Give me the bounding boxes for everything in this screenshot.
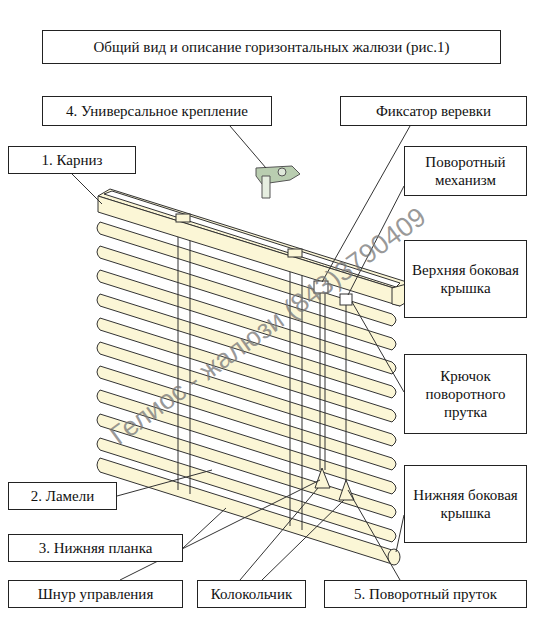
leader-line xyxy=(352,302,404,392)
control-cord xyxy=(325,292,326,470)
ladder-string xyxy=(290,246,291,526)
callout-box: Шнур управления xyxy=(8,580,183,608)
callout-text: Верхняя боковая крышка xyxy=(409,261,522,297)
callout-text: 2. Ламели xyxy=(31,487,95,505)
callout-text: 3. Нижняя планка xyxy=(39,539,153,557)
leader-line xyxy=(117,470,212,496)
callout-text: 4. Универсальное крепление xyxy=(66,102,248,120)
tassel xyxy=(315,468,330,488)
callout-box: 3. Нижняя планка xyxy=(8,534,183,562)
callout-texts: 3. Нижняя планка xyxy=(39,539,153,557)
control-cord xyxy=(320,292,321,470)
callout-texts: Нижняя боковая крышка xyxy=(409,486,522,522)
ladder-string xyxy=(178,210,179,490)
callout-box: Нижняя боковая крышка xyxy=(404,465,527,543)
diagram-title: Общий вид и описание горизонтальных жалю… xyxy=(42,30,501,64)
callout-text: 1. Карниз xyxy=(42,151,103,169)
callout-texts: Верхняя боковая крышка xyxy=(409,261,522,297)
callout-texts: 1. Карниз xyxy=(42,151,103,169)
leader-line xyxy=(240,488,318,580)
callout-box: 1. Карниз xyxy=(8,146,136,174)
slat xyxy=(97,438,396,542)
wand-hook xyxy=(340,294,352,305)
mount-screw xyxy=(278,168,286,176)
leader-line xyxy=(262,500,344,580)
leader-line xyxy=(183,508,226,548)
callout-texts: Колокольчик xyxy=(211,585,292,603)
universal-mount xyxy=(256,166,300,198)
callout-text: Колокольчик xyxy=(211,585,292,603)
headrail-clip xyxy=(176,214,190,222)
callout-texts: Крючок поворотного прутка xyxy=(409,367,522,421)
leader-line xyxy=(120,480,320,580)
leader-line xyxy=(72,174,102,204)
callout-texts: 5. Поворотный пруток xyxy=(354,585,497,603)
callout-texts: Поворотный механизм xyxy=(409,153,522,189)
callout-box: 4. Универсальное крепление xyxy=(42,96,272,126)
callout-box: Фиксатор веревки xyxy=(340,96,527,126)
callout-box: 5. Поворотный пруток xyxy=(324,580,527,608)
callout-box: Поворотный механизм xyxy=(404,146,527,196)
tilt-wand xyxy=(346,304,347,482)
leader-line xyxy=(230,126,266,168)
callout-box: Крючок поворотного прутка xyxy=(404,354,527,434)
mount-plate xyxy=(262,176,270,198)
headrail-clip xyxy=(288,249,302,257)
callout-box: Верхняя боковая крышка xyxy=(404,240,527,318)
callout-box: 2. Ламели xyxy=(8,482,117,510)
callout-text: Поворотный механизм xyxy=(409,153,522,189)
callout-texts: 4. Универсальное крепление xyxy=(66,102,248,120)
leader-line xyxy=(348,490,400,580)
callout-texts: Шнур управления xyxy=(38,585,154,603)
callout-text: Крючок поворотного прутка xyxy=(409,367,522,421)
callout-box: Колокольчик xyxy=(197,580,306,608)
callout-texts: Фиксатор веревки xyxy=(376,102,491,120)
leader-line xyxy=(396,515,404,552)
callout-text: Нижняя боковая крышка xyxy=(409,486,522,522)
callout-text: 5. Поворотный пруток xyxy=(354,585,497,603)
callout-text: Шнур управления xyxy=(38,585,154,603)
ladder-string xyxy=(190,214,191,494)
callout-text: Фиксатор веревки xyxy=(376,102,491,120)
callout-texts: 2. Ламели xyxy=(31,487,95,505)
